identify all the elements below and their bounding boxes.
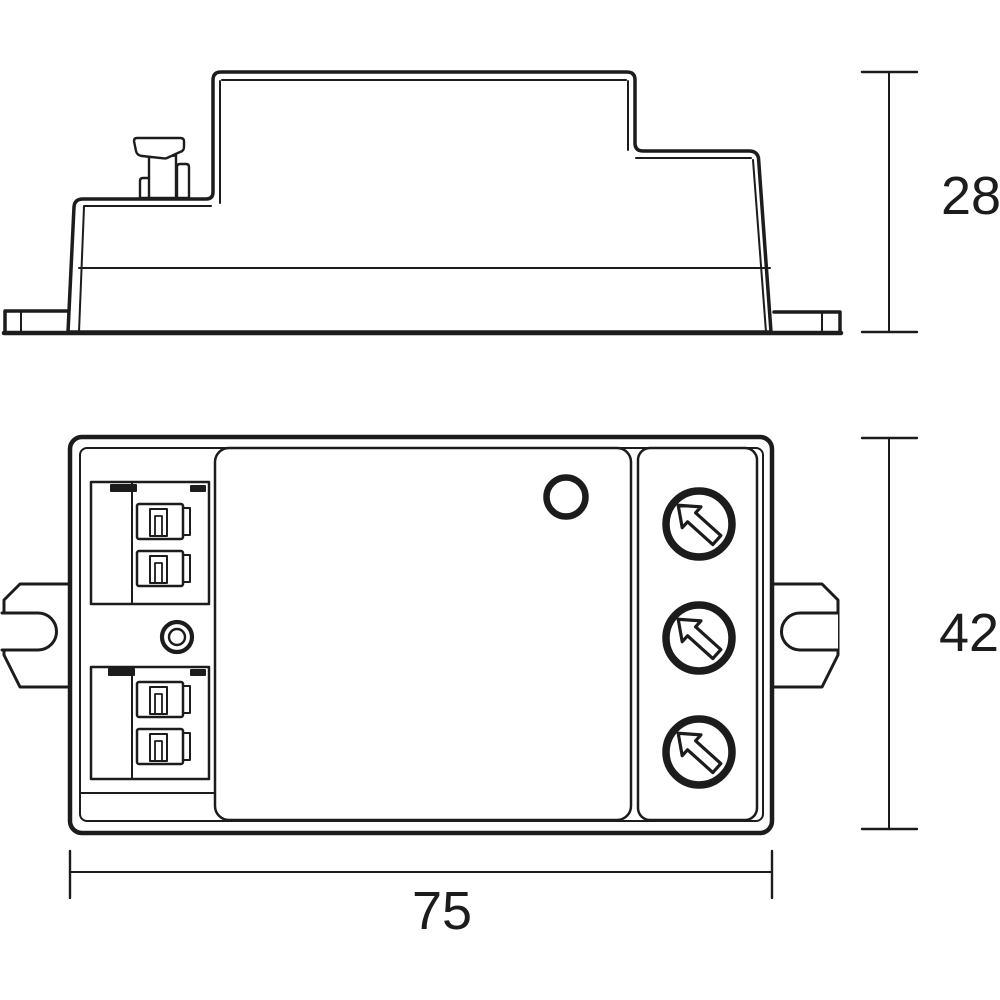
terminal-block-lower: [79, 665, 215, 794]
connector-flange: [182, 685, 191, 714]
housing-profile-outline: [66, 70, 773, 334]
wire-connector: [135, 549, 191, 588]
side-height-dimension: 28: [860, 70, 1000, 334]
front-view: [0, 434, 840, 836]
connector-flange: [182, 554, 191, 583]
terminal-recess: [89, 480, 211, 606]
adjustment-arrow-icon: [676, 503, 723, 547]
enclosure-outline: [67, 434, 775, 836]
potentiometer: [662, 601, 736, 675]
terminal-recess: [89, 665, 211, 781]
terminal-clip: [110, 484, 137, 492]
main-cover: [213, 446, 633, 822]
adjustment-arrow-icon: [676, 617, 723, 661]
terminal-clip: [190, 669, 206, 676]
connector-flange: [182, 732, 191, 761]
connector-slot-inner: [154, 515, 163, 537]
terminal-block-upper: [89, 480, 211, 606]
adjustment-panel: [636, 446, 759, 822]
connector-slot-inner: [154, 693, 163, 715]
terminal-clip: [190, 485, 206, 492]
connector-slot-inner: [154, 562, 163, 584]
potentiometer: [662, 715, 736, 789]
right-mounting-tab: [768, 582, 840, 689]
dimension-label-front-height: 42: [939, 603, 999, 663]
terminal-clip: [108, 668, 135, 676]
button-stem: [147, 154, 178, 200]
screw-hole: [159, 619, 195, 655]
screw-hole-inner: [167, 627, 187, 647]
screw-hole-outer: [159, 619, 195, 655]
wire-connector: [135, 680, 191, 719]
right-mounting-flange: [772, 310, 842, 334]
connector-flange: [182, 507, 191, 536]
release-button: [132, 136, 191, 200]
inner-left-wall-line: [78, 206, 85, 333]
inner-right-wall-line: [752, 159, 767, 333]
wire-connector: [135, 727, 191, 766]
wire-connector: [135, 502, 191, 541]
left-mounting-tab: [0, 582, 72, 689]
left-tab-slot: [0, 611, 58, 652]
front-height-dimension: 42: [860, 436, 999, 831]
adjustment-arrow-icon: [676, 731, 723, 775]
connector-slot-inner: [154, 740, 163, 762]
button-cap: [132, 136, 186, 160]
dimension-label-width: 75: [412, 881, 472, 941]
led-indicator-icon: [543, 474, 589, 520]
dimension-label-side-height: 28: [941, 166, 1000, 226]
width-dimension: 75: [68, 849, 774, 941]
side-view: [1, 70, 844, 336]
right-tab-slot: [780, 611, 840, 652]
potentiometers: [662, 487, 736, 789]
button-side-tab: [175, 162, 191, 200]
left-mounting-flange: [3, 309, 70, 334]
potentiometer: [662, 487, 736, 561]
